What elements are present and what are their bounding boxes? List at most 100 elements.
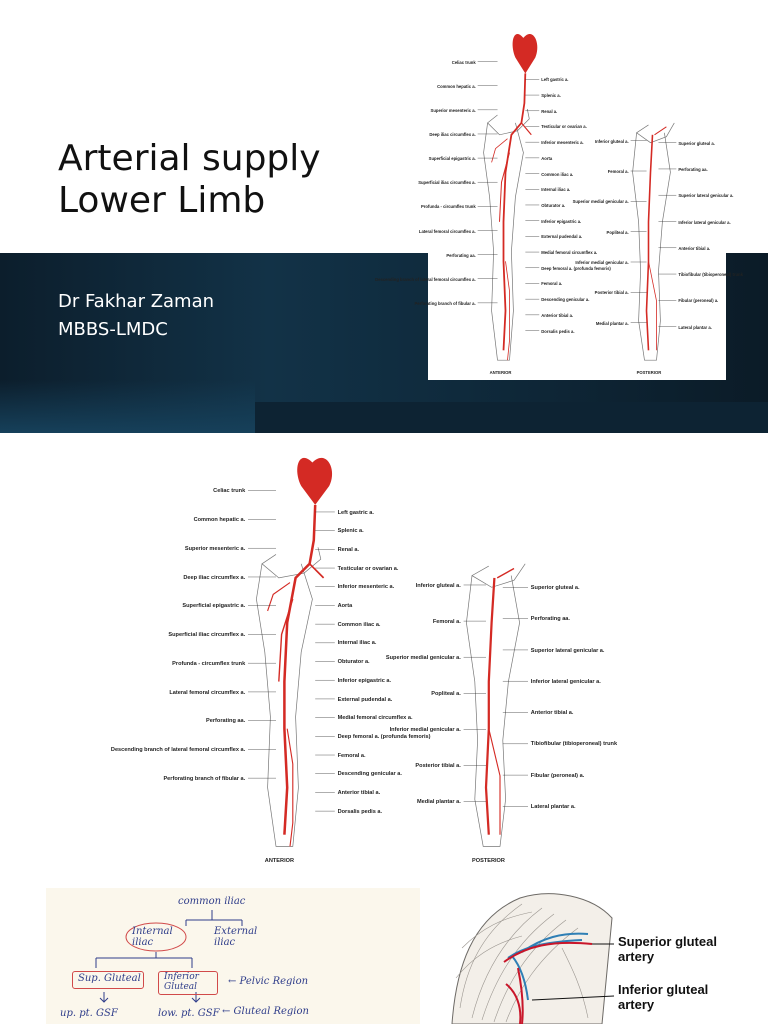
large-diagram-label: Inferior gluteal a. (415, 582, 461, 589)
posterior-bone-outline (632, 132, 671, 361)
large-diagram-label: Deep femoral a. (profunda femoris) (337, 733, 431, 740)
large-diagram-label: Lateral femoral circumflex a. (169, 689, 246, 696)
small-diagram-label: Common iliac a. (541, 171, 574, 177)
small-diagram-label: Testicular or ovarian a. (541, 124, 587, 130)
large-diagram-label: Splenic a. (337, 528, 364, 535)
heart-icon (297, 457, 333, 505)
large-diagram-label: Superior mesenteric a. (184, 545, 246, 552)
notes-arrows (95, 910, 243, 1003)
slide-title: Arterial supply Lower Limb (58, 138, 321, 222)
small-diagram-label: Splenic a. (541, 93, 561, 99)
small-diagram-label: Inferior gluteal a. (594, 138, 629, 144)
small-diagram-label: Celiac trunk (451, 59, 476, 65)
small-diagram-label: Renal a. (541, 108, 558, 114)
posterior-pelvis-outline (635, 122, 675, 144)
posterior-pelvis-outline (471, 563, 526, 588)
large-diagram-label: Descending branch of lateral femoral cir… (110, 747, 246, 754)
author-block: Dr Fakhar Zaman MBBS-LMDC (58, 288, 214, 344)
author-credential: MBBS-LMDC (58, 319, 168, 340)
box-inf-gluteal (158, 971, 218, 995)
posterior-main-artery (484, 577, 496, 835)
small-diagram-label: Anterior tibial a. (678, 245, 711, 251)
large-diagram-label: Tibiofibular (tibioperoneal) trunk (530, 741, 618, 748)
small-diagram-posterior-caption: POSTERIOR (636, 370, 662, 376)
note-internal-iliac: Internal iliac (132, 926, 173, 948)
deep-femoral-artery (278, 598, 294, 682)
superior-gluteal-label: Superior gluteal artery (618, 934, 717, 964)
small-diagram-label: Obturator a. (541, 202, 566, 208)
large-diagram-label: Deep iliac circumflex a. (183, 574, 246, 581)
fibular-artery (488, 728, 501, 835)
large-diagram-label: Perforating aa. (206, 718, 246, 725)
heart-icon (512, 33, 538, 74)
large-diagram-label: Superior gluteal a. (530, 584, 580, 591)
small-diagram-label: Lateral plantar a. (678, 324, 712, 330)
aorta-femoral-line (502, 73, 527, 351)
small-diagram-label: Superficial iliac circumflex a. (418, 180, 476, 186)
large-diagram-label: Common iliac a. (337, 621, 381, 628)
small-diagram-label: Inferior medial genicular a. (575, 260, 629, 265)
small-diagram-label: Lateral femoral circumflex a. (418, 228, 476, 234)
large-diagram-label: Superior lateral genicular a. (530, 647, 605, 654)
small-diagram-label: Profunda - circumflex trunk (421, 204, 476, 210)
small-diagram-label: Inferior epigastric a. (541, 218, 582, 224)
small-diagram-label: Femoral a. (541, 281, 563, 287)
right-common-iliac (520, 122, 532, 136)
title-line-2: Lower Limb (58, 180, 266, 221)
large-diagram-label: Perforating branch of fibular a. (163, 775, 246, 782)
small-diagram-label: Deep iliac circumflex a. (429, 131, 476, 137)
superior-gluteal-artery (654, 126, 667, 136)
small-diagram-label: Superior lateral genicular a. (678, 193, 734, 199)
small-diagram-label: Superior medial genicular a. (572, 199, 629, 205)
anterior-bone-outline (256, 563, 313, 847)
large-diagram-label: Femoral a. (337, 752, 366, 759)
large-diagram-label: Femoral a. (432, 618, 461, 625)
large-diagram-label: Aorta (337, 603, 353, 610)
large-diagram-label: Testicular or ovarian a. (337, 565, 399, 572)
small-diagram-label: Deep femoral a. (profunda femoris) (541, 265, 611, 271)
small-diagram-svg (477, 33, 677, 361)
large-diagram-label: Common hepatic a. (193, 517, 246, 524)
small-diagram-label: Descending genicular a. (541, 297, 590, 303)
gluteal-illustration: Superior gluteal artery Inferior gluteal… (442, 888, 722, 1024)
small-diagram-label: Superficial epigastric a. (428, 156, 476, 162)
large-diagram-label: Obturator a. (337, 659, 370, 666)
aorta-femoral-line (283, 504, 317, 835)
large-diagram-label: Perforating aa. (530, 616, 570, 623)
posterior-main-artery (645, 134, 654, 351)
pelvis-outline (487, 108, 530, 136)
band-accent (0, 380, 255, 433)
large-diagram-label: Internal iliac a. (337, 640, 377, 647)
note-external-iliac: External iliac (214, 926, 258, 948)
anterior-bone-outline (483, 122, 524, 361)
small-diagram-label: Perforating aa. (446, 252, 476, 258)
handwritten-notes: common iliac Internal iliac External ili… (46, 888, 420, 1024)
small-diagram-label: Superior gluteal a. (678, 140, 715, 146)
title-slide: Arterial supply Lower Limb Dr Fakhar Zam… (0, 0, 768, 433)
large-diagram-label: Inferior lateral genicular a. (530, 678, 601, 685)
note-common-iliac: common iliac (178, 896, 246, 907)
circumflex-branch (267, 582, 291, 612)
large-diagram-label: Descending genicular a. (337, 771, 402, 778)
large-diagram-label: Posterior tibial a. (415, 763, 461, 770)
small-diagram-label: Superior mesenteric a. (430, 107, 476, 113)
small-diagram-label: Anterior tibial a. (541, 312, 574, 318)
fibular-artery (648, 261, 657, 351)
large-diagram-svg (248, 457, 528, 847)
note-pelvic-region: ← Pelvic Region (228, 976, 309, 987)
small-diagram-label: Perforating aa. (678, 166, 708, 172)
note-sup-gluteal: Sup. Gluteal (78, 973, 141, 984)
circumflex-branch (491, 138, 508, 163)
small-diagram-label: Dorsalis pedis a. (541, 328, 575, 334)
small-diagram-anterior-caption: ANTERIOR (489, 370, 512, 376)
large-diagram-label: Profunda - circumflex trunk (172, 660, 246, 667)
pelvis-outline (261, 547, 322, 579)
large-diagram-label: External pudendal a. (337, 696, 393, 703)
large-diagram-label: Lateral plantar a. (530, 804, 576, 811)
large-diagram-posterior-caption: POSTERIOR (472, 858, 505, 865)
deep-femoral-artery (499, 152, 510, 222)
large-diagram-label: Left gastric a. (337, 509, 374, 516)
small-diagram-label: Descending branch of lateral femoral cir… (375, 276, 476, 282)
